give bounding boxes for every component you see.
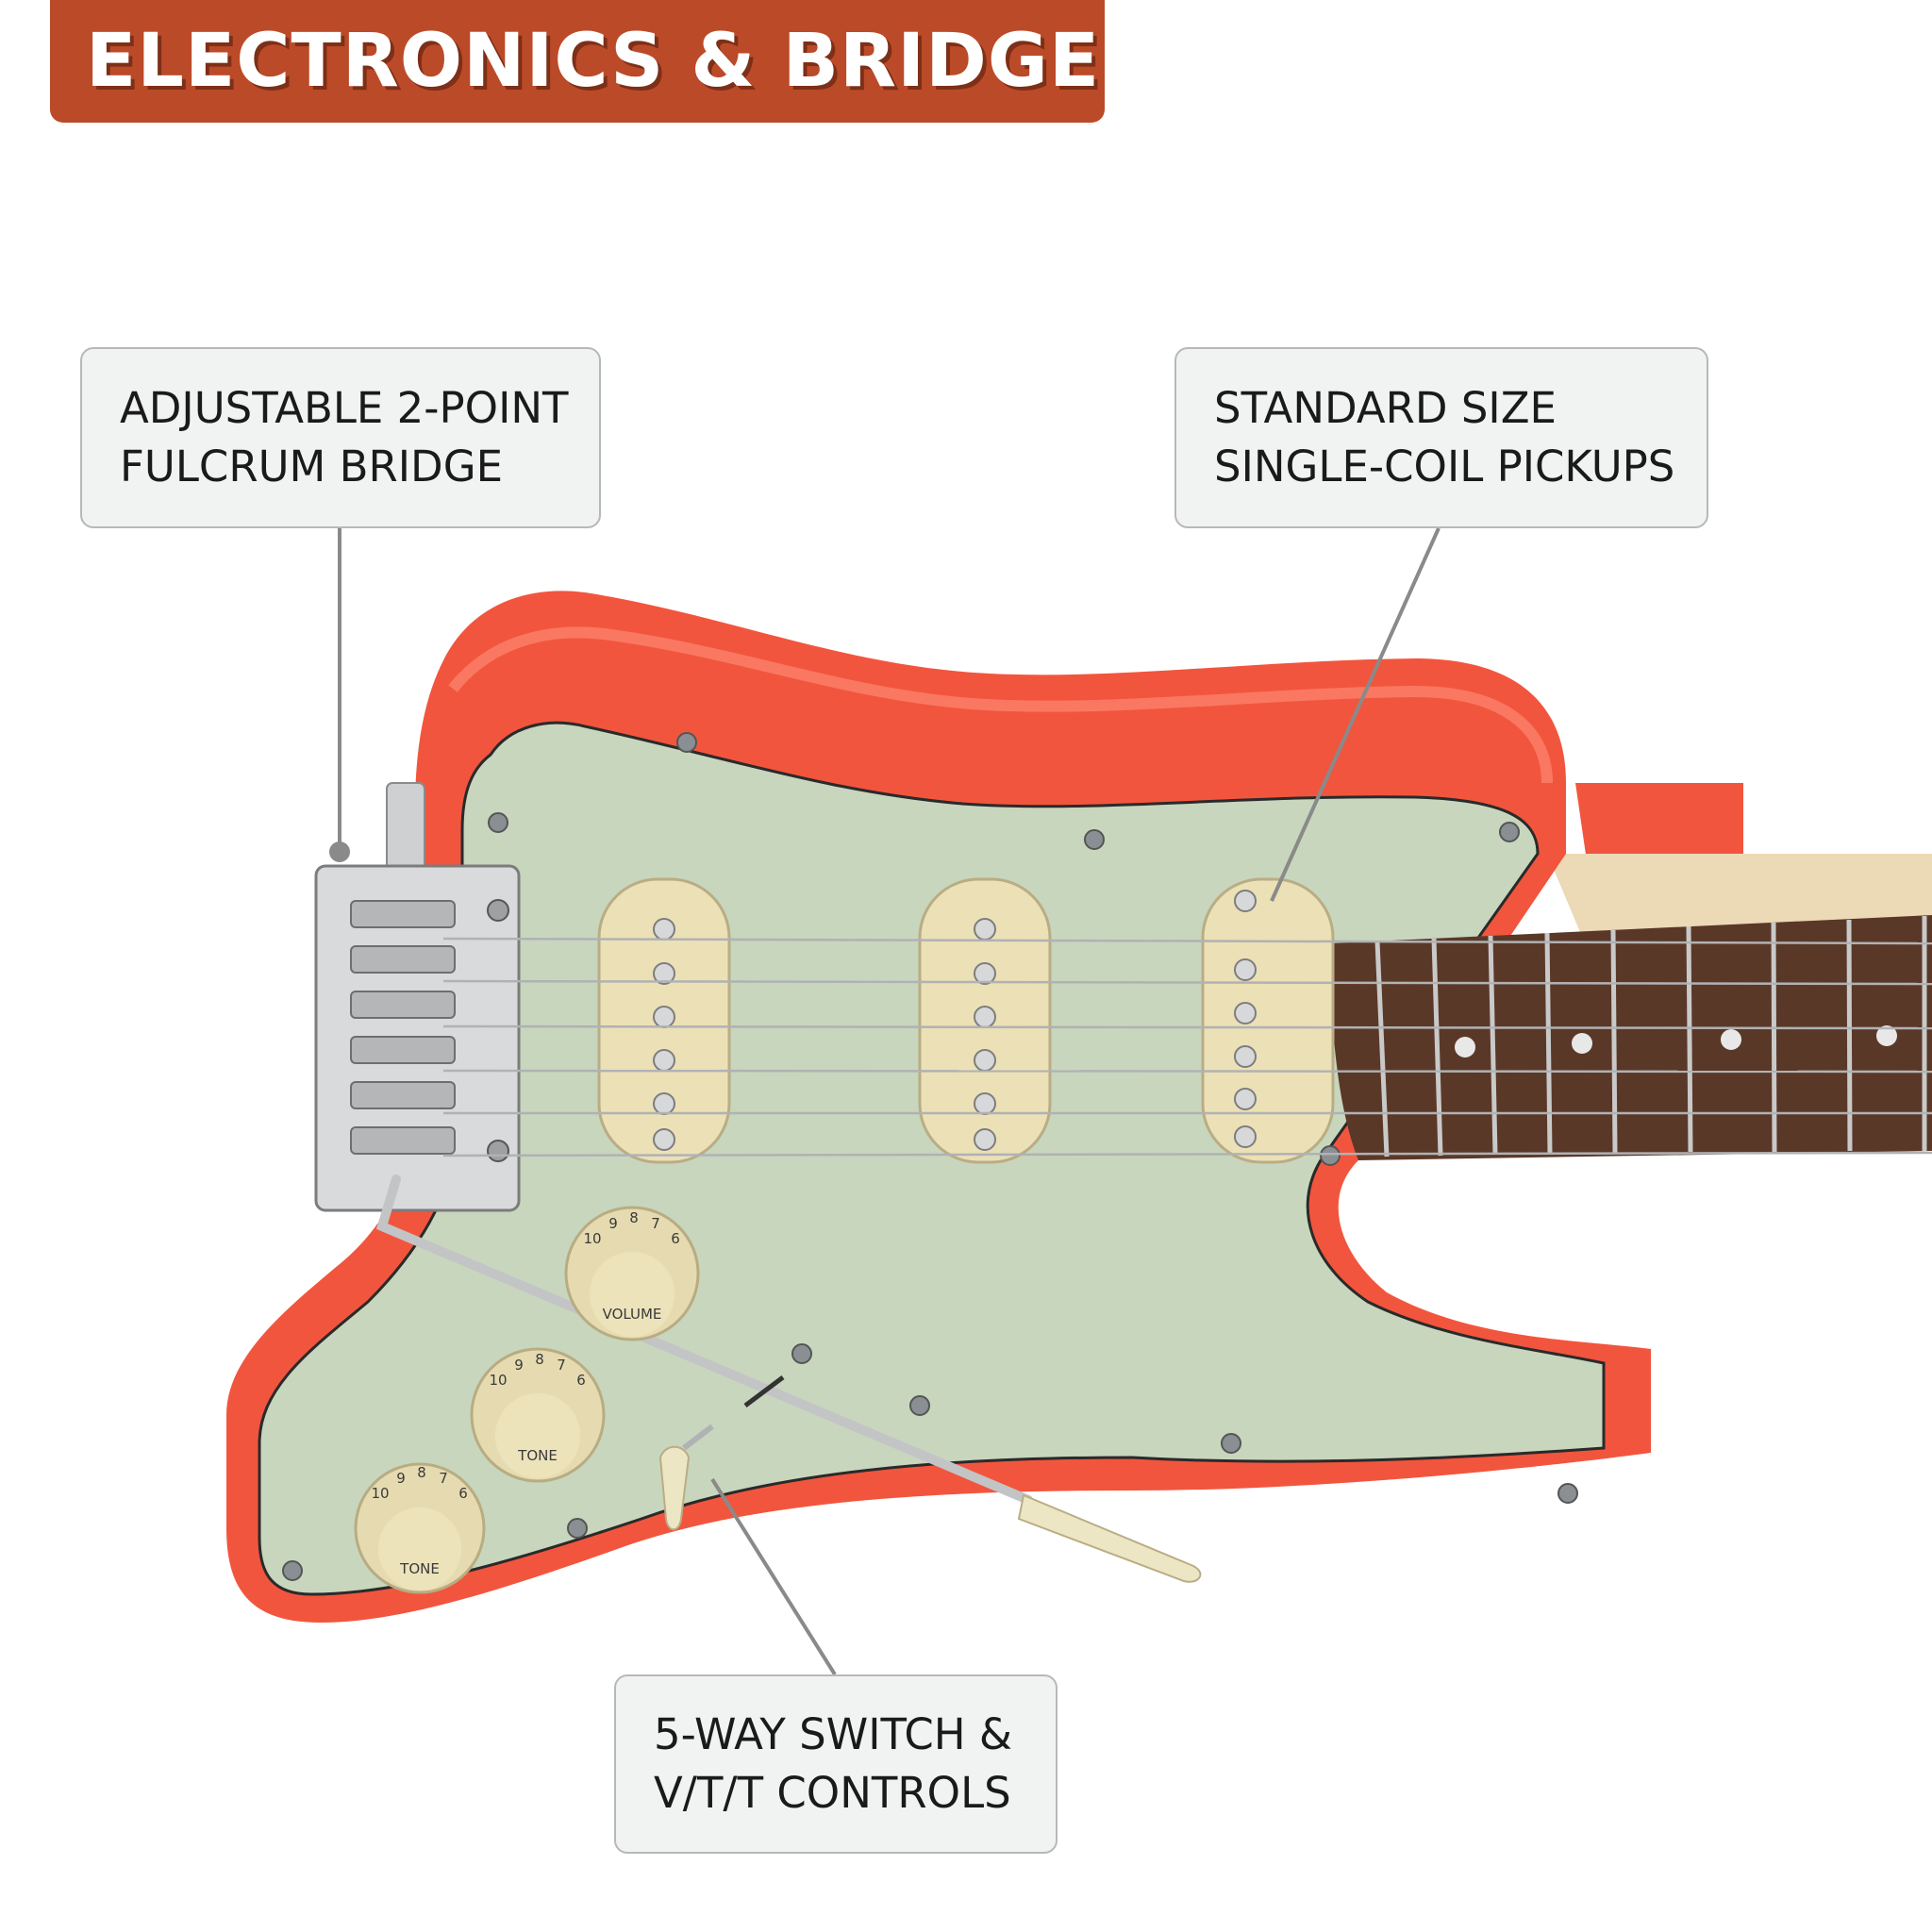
strings bbox=[442, 937, 1932, 1158]
tone-knob-2 bbox=[354, 1462, 486, 1594]
callout-pickups-line2: SINGLE-COIL PICKUPS bbox=[1214, 441, 1675, 491]
callout-controls: 5-WAY SWITCH & V/T/T CONTROLS bbox=[614, 1674, 1058, 1854]
tone1-scale-6: 6 bbox=[576, 1372, 586, 1389]
tone2-scale-8: 8 bbox=[417, 1464, 426, 1481]
volume-scale-7: 7 bbox=[651, 1215, 660, 1232]
title-banner: ELECTRONICS & BRIDGE bbox=[50, 0, 1105, 123]
volume-scale-8: 8 bbox=[629, 1209, 639, 1226]
callout-bridge: ADJUSTABLE 2-POINT FULCRUM BRIDGE bbox=[80, 347, 601, 528]
pickguard-screws bbox=[282, 732, 1578, 1581]
tone2-scale-9: 9 bbox=[396, 1470, 406, 1487]
tone1-scale-8: 8 bbox=[535, 1351, 544, 1368]
leader-dot-bridge bbox=[329, 841, 350, 862]
body-highlight bbox=[448, 626, 1553, 784]
callout-pickups: STANDARD SIZE SINGLE-COIL PICKUPS bbox=[1174, 347, 1708, 528]
tone1-scale-7: 7 bbox=[557, 1357, 566, 1374]
fretboard bbox=[1330, 915, 1932, 1160]
pickup-middle bbox=[918, 877, 1052, 1164]
bridge-assembly bbox=[314, 782, 521, 1212]
tone-knob-1-label: TONE bbox=[517, 1447, 558, 1464]
callout-bridge-line1: ADJUSTABLE 2-POINT bbox=[120, 383, 569, 433]
pickup-bridge bbox=[597, 877, 731, 1164]
tremolo-tip bbox=[1017, 1493, 1202, 1583]
volume-scale-6: 6 bbox=[671, 1230, 680, 1247]
tone-knob-1 bbox=[470, 1347, 606, 1483]
tone2-scale-7: 7 bbox=[439, 1470, 448, 1487]
tone2-scale-10: 10 bbox=[371, 1485, 389, 1502]
volume-scale-10: 10 bbox=[583, 1230, 601, 1247]
five-way-switch bbox=[658, 1375, 785, 1531]
pickup-neck bbox=[1201, 877, 1335, 1164]
tone2-scale-6: 6 bbox=[458, 1485, 468, 1502]
volume-knob bbox=[564, 1206, 700, 1341]
callout-pickups-line1: STANDARD SIZE bbox=[1214, 383, 1557, 433]
callout-bridge-line2: FULCRUM BRIDGE bbox=[120, 441, 504, 491]
page-title: ELECTRONICS & BRIDGE bbox=[86, 19, 1101, 104]
callout-controls-line1: 5-WAY SWITCH & bbox=[654, 1709, 1012, 1759]
callout-controls-line2: V/T/T CONTROLS bbox=[654, 1768, 1011, 1818]
volume-scale-9: 9 bbox=[608, 1215, 618, 1232]
volume-knob-label: VOLUME bbox=[603, 1306, 662, 1323]
leader-line-pickups bbox=[1270, 527, 1441, 902]
fret-markers bbox=[1455, 1025, 1897, 1058]
tone1-scale-9: 9 bbox=[514, 1357, 524, 1374]
tone1-scale-10: 10 bbox=[489, 1372, 507, 1389]
tone-knob-2-label: TONE bbox=[399, 1560, 440, 1577]
leader-line-controls bbox=[710, 1477, 837, 1676]
tremolo-arm bbox=[375, 1174, 1033, 1505]
